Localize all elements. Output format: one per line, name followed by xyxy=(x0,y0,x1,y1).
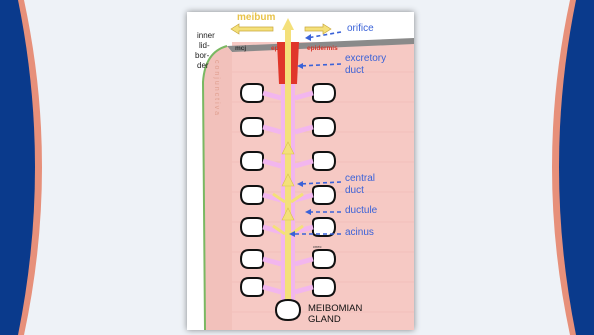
gland-name-label-1: MEIBOMIAN xyxy=(308,304,362,314)
acinus xyxy=(313,186,335,204)
excretory-duct-label-2: duct xyxy=(345,66,364,76)
orifice-label: orifice xyxy=(347,24,374,34)
conjunctiva-label: conjunctiva xyxy=(213,60,220,117)
central-duct-label-1: central xyxy=(345,174,375,184)
acinus xyxy=(241,278,263,296)
inner-lid-border-label-2: lid- xyxy=(199,42,210,50)
tiny-label: cnec xyxy=(313,245,321,249)
excretory-duct-label-1: excretory xyxy=(345,54,386,64)
inner-lid-border-label-1: inner xyxy=(197,32,215,40)
epidermis-label: epidermis xyxy=(307,46,338,53)
ep-label: ep xyxy=(271,46,279,53)
acinus xyxy=(313,118,335,136)
ductule-label: ductule xyxy=(345,206,377,216)
mcj-label: mcj xyxy=(235,46,246,53)
acinus xyxy=(313,278,335,296)
inner-lid-border-label-4: der xyxy=(197,62,209,70)
acinus xyxy=(241,152,263,170)
central-duct-label-2: duct xyxy=(345,186,364,196)
acinus xyxy=(313,250,335,268)
diagram-panel: meibum orifice inner lid- bor- der mcj e… xyxy=(187,12,414,330)
lumen xyxy=(285,30,291,302)
acinus xyxy=(313,152,335,170)
arrow-left xyxy=(231,24,273,34)
meibum-arrow-up xyxy=(282,18,294,30)
acinus xyxy=(241,250,263,268)
acinus-label: acinus xyxy=(345,228,374,238)
orifice-arrows xyxy=(231,24,331,34)
arrow-right xyxy=(305,24,331,34)
acinus xyxy=(313,84,335,102)
acinus xyxy=(241,186,263,204)
gland-name-label-2: GLAND xyxy=(308,315,341,325)
meibum-label: meibum xyxy=(237,13,275,23)
acinus xyxy=(241,84,263,102)
inner-lid-border-label-3: bor- xyxy=(195,52,209,60)
terminal-acinus xyxy=(276,300,300,320)
acinus xyxy=(241,118,263,136)
acinus xyxy=(241,218,263,236)
